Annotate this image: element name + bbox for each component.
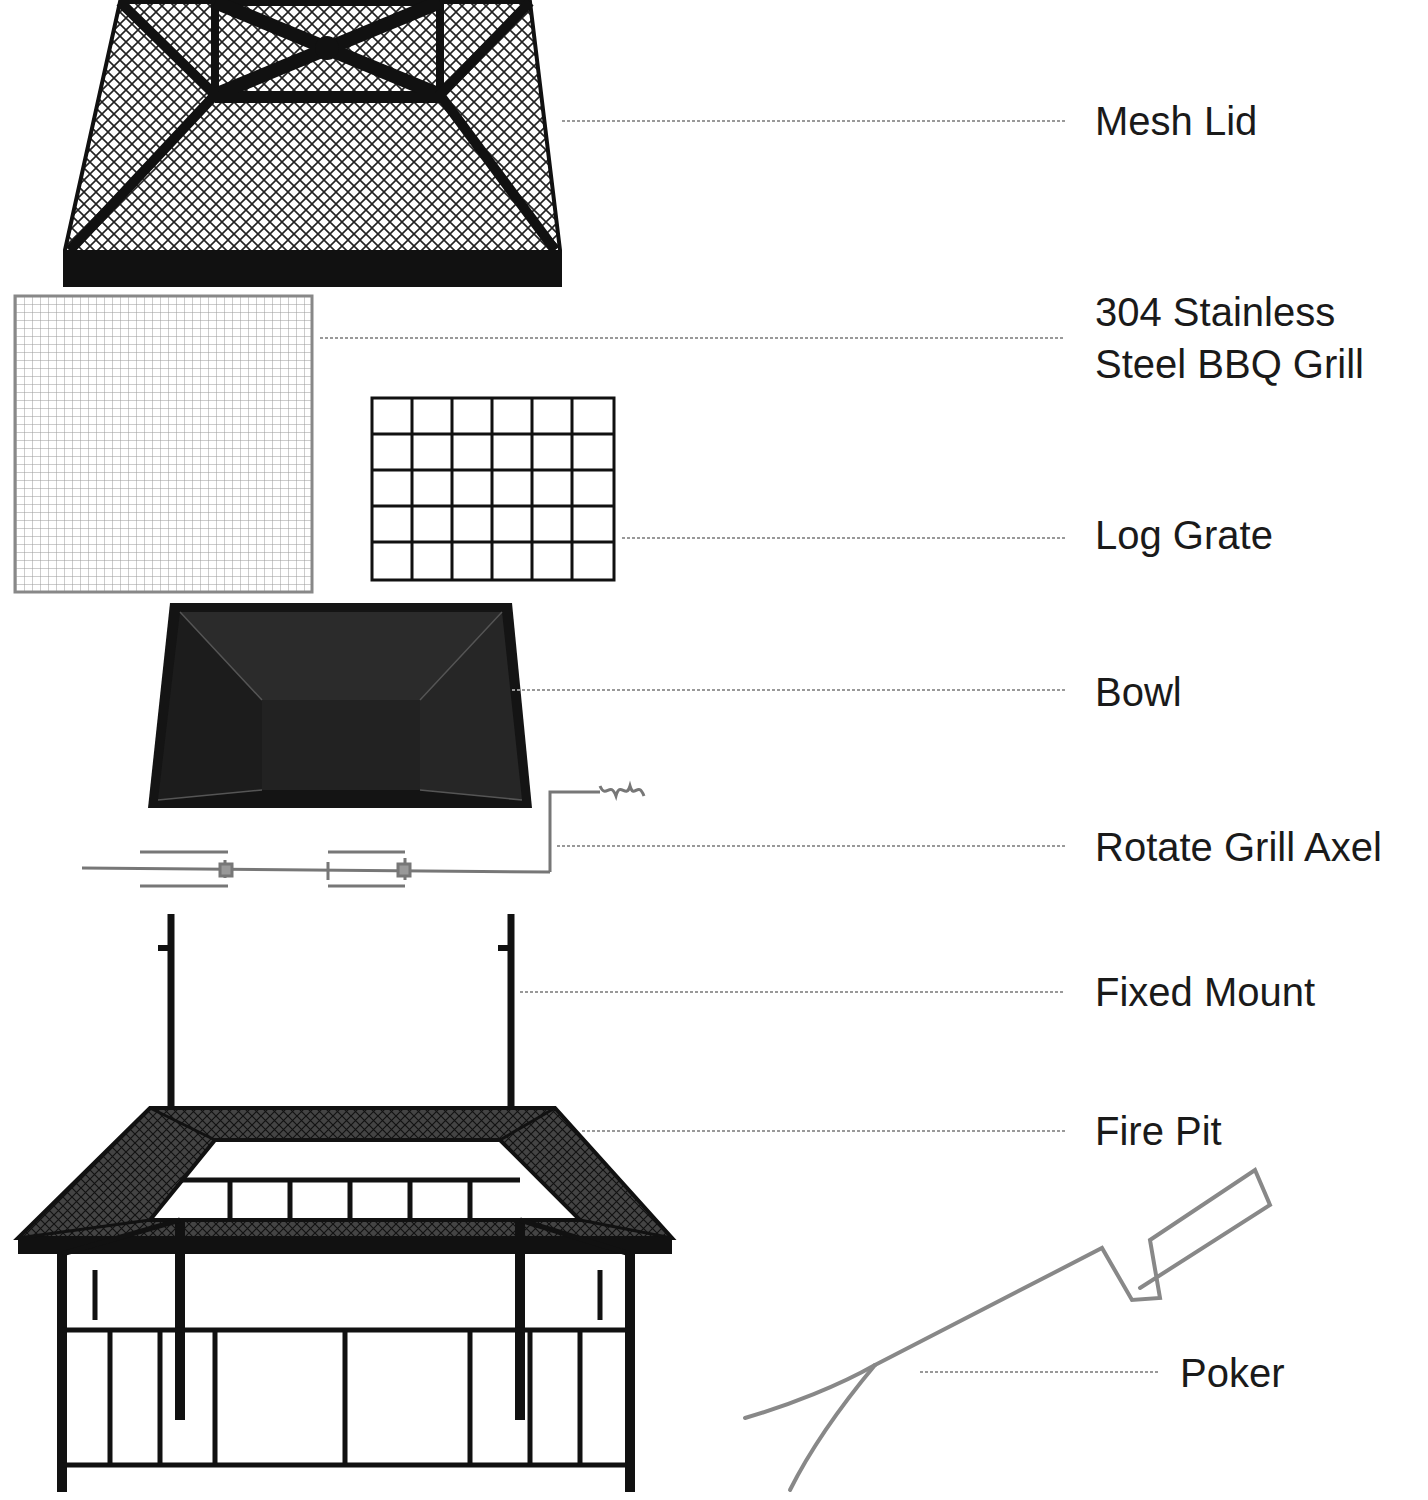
mesh-lid: [65, 2, 560, 285]
fire-pit-table: [18, 1108, 672, 1492]
grill-axle: [82, 786, 644, 886]
part-label: Log Grate: [1095, 509, 1273, 561]
part-label: 304 Stainless Steel BBQ Grill: [1095, 286, 1421, 390]
log-grate: [372, 398, 614, 580]
part-label: Fixed Mount: [1095, 966, 1315, 1018]
part-label: Rotate Grill Axel: [1095, 821, 1382, 873]
poker: [745, 1170, 1270, 1490]
leader-lines: [320, 121, 1160, 1372]
part-label: Mesh Lid: [1095, 95, 1257, 147]
part-label: Bowl: [1095, 666, 1182, 718]
part-label: Poker: [1180, 1347, 1285, 1399]
part-label: Fire Pit: [1095, 1105, 1222, 1157]
bowl: [148, 603, 532, 808]
bbq-grill: [15, 296, 312, 592]
